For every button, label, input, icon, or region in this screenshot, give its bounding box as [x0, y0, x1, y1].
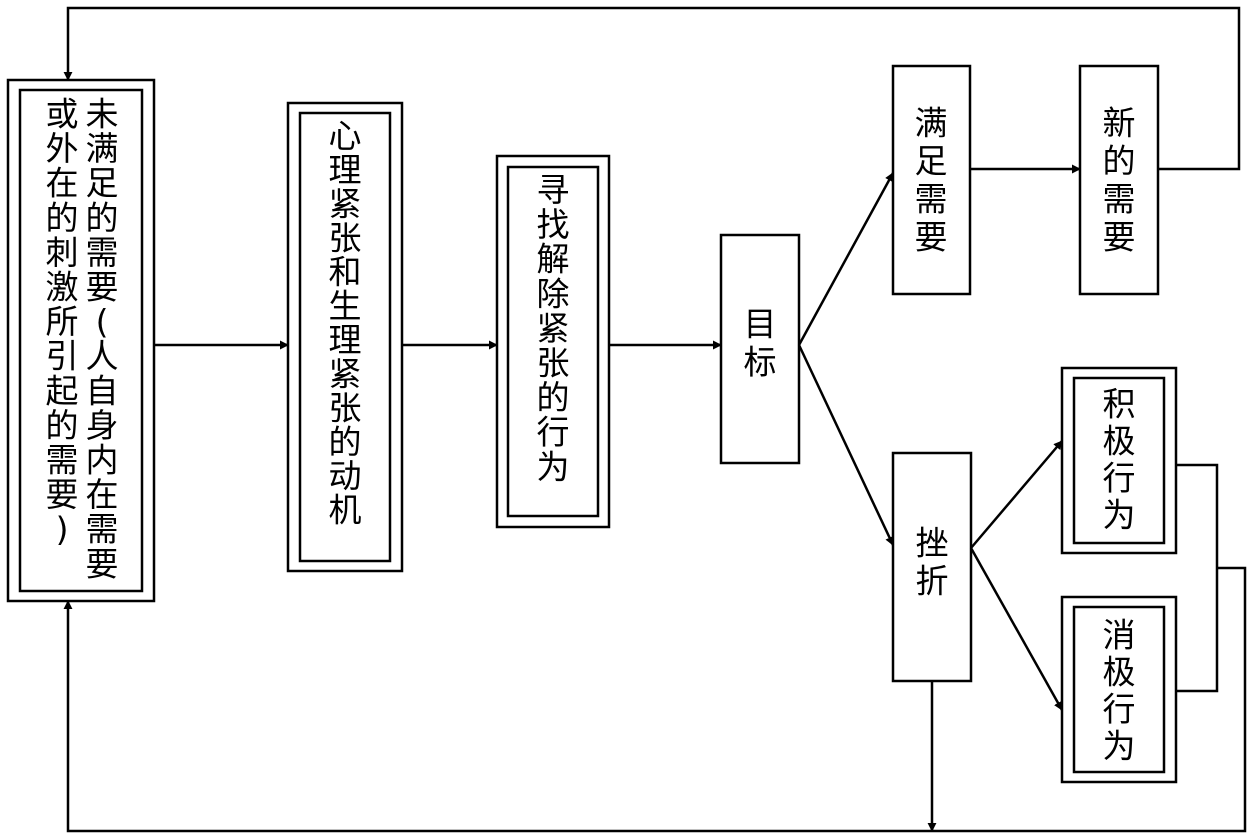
positive-behavior-box	[1060, 366, 1178, 555]
feedback-new-need-to-unmet	[63, 6, 1241, 171]
connector-behaviors-merge	[1176, 463, 1219, 693]
frustration-label: 挫折	[916, 524, 949, 601]
feedback-behaviors-to-unmet	[63, 566, 1247, 833]
arrow-goal-to-frustration	[797, 344, 895, 546]
unmet-need-label-col2: 或外在的刺激所引起的需要)	[46, 95, 79, 549]
seek-behavior-box	[495, 154, 611, 529]
arrow-frustration-to-positive	[970, 440, 1063, 549]
negative-behavior-box	[1060, 595, 1178, 784]
unmet-need-label-col1: 未满足的需要(人自身内在需要	[86, 95, 119, 584]
goal-label: 目标	[744, 305, 777, 382]
unmet-need-box	[6, 78, 156, 603]
arrow-goal-to-satisfied	[797, 172, 895, 346]
new-need-label: 新的需要	[1103, 104, 1136, 257]
seek-behavior-label: 寻找解除紧张的行为	[537, 171, 570, 487]
satisfied-need-label: 满足需要	[915, 104, 948, 257]
positive-behavior-label: 积极行为	[1103, 385, 1136, 535]
satisfied-need-box	[891, 64, 972, 296]
tension-motive-box	[286, 101, 404, 573]
negative-behavior-label: 消极行为	[1103, 616, 1136, 766]
tension-motive-label: 心理紧张和生理紧张的动机	[329, 117, 362, 530]
arrow-frustration-to-negative	[969, 547, 1064, 711]
new-need-box	[1078, 64, 1160, 296]
